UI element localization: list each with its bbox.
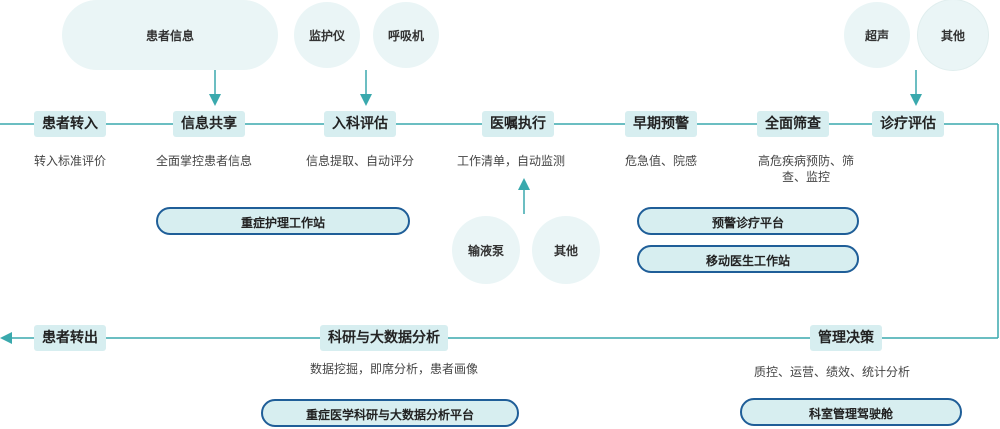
- desc-mgmt-decision: 质控、运营、绩效、统计分析: [753, 365, 911, 379]
- platform-icu-nursing: 重症护理工作站: [156, 207, 410, 235]
- stage-admission-transfer: 患者转入: [34, 111, 106, 137]
- stage-info-sharing: 信息共享: [173, 111, 245, 137]
- desc-admission-transfer: 转入标准评价: [33, 154, 107, 168]
- platform-dept-cockpit: 科室管理驾驶舱: [740, 398, 962, 426]
- monitor-bubble: 监护仪: [294, 2, 360, 68]
- stage-early-warning: 早期预警: [625, 111, 697, 137]
- stage-research-analysis: 科研与大数据分析: [320, 325, 448, 351]
- desc-full-screening: 高危疾病预防、筛 查、监控: [758, 153, 854, 185]
- desc-order-exec: 工作清单，自动监测: [456, 154, 566, 168]
- stage-diagnosis-eval: 诊疗评估: [872, 111, 944, 137]
- other-mid-bubble: 其他: [532, 216, 600, 284]
- platform-research: 重症医学科研与大数据分析平台: [261, 399, 519, 427]
- stage-discharge-transfer: 患者转出: [34, 325, 106, 351]
- stage-admission-eval: 入科评估: [324, 111, 396, 137]
- patient-info-bubble: 患者信息: [62, 0, 278, 70]
- infusion-pump-bubble: 输液泵: [452, 216, 520, 284]
- desc-admission-eval: 信息提取、自动评分: [305, 154, 415, 168]
- stage-mgmt-decision: 管理决策: [810, 325, 882, 351]
- stage-full-screening: 全面筛查: [757, 111, 829, 137]
- desc-full-screening-line2: 查、监控: [781, 170, 831, 184]
- ventilator-bubble: 呼吸机: [373, 2, 439, 68]
- platform-warning: 预警诊疗平台: [637, 207, 859, 235]
- desc-full-screening-line1: 高危疾病预防、筛: [757, 154, 855, 168]
- desc-early-warning: 危急值、院感: [624, 154, 698, 168]
- platform-mobile-doctor: 移动医生工作站: [637, 245, 859, 273]
- ultrasound-bubble: 超声: [844, 2, 910, 68]
- other-top-bubble: 其他: [918, 0, 988, 70]
- desc-info-sharing: 全面掌控患者信息: [155, 154, 253, 168]
- desc-research-analysis: 数据挖掘，即席分析，患者画像: [309, 362, 479, 376]
- stage-order-exec: 医嘱执行: [482, 111, 554, 137]
